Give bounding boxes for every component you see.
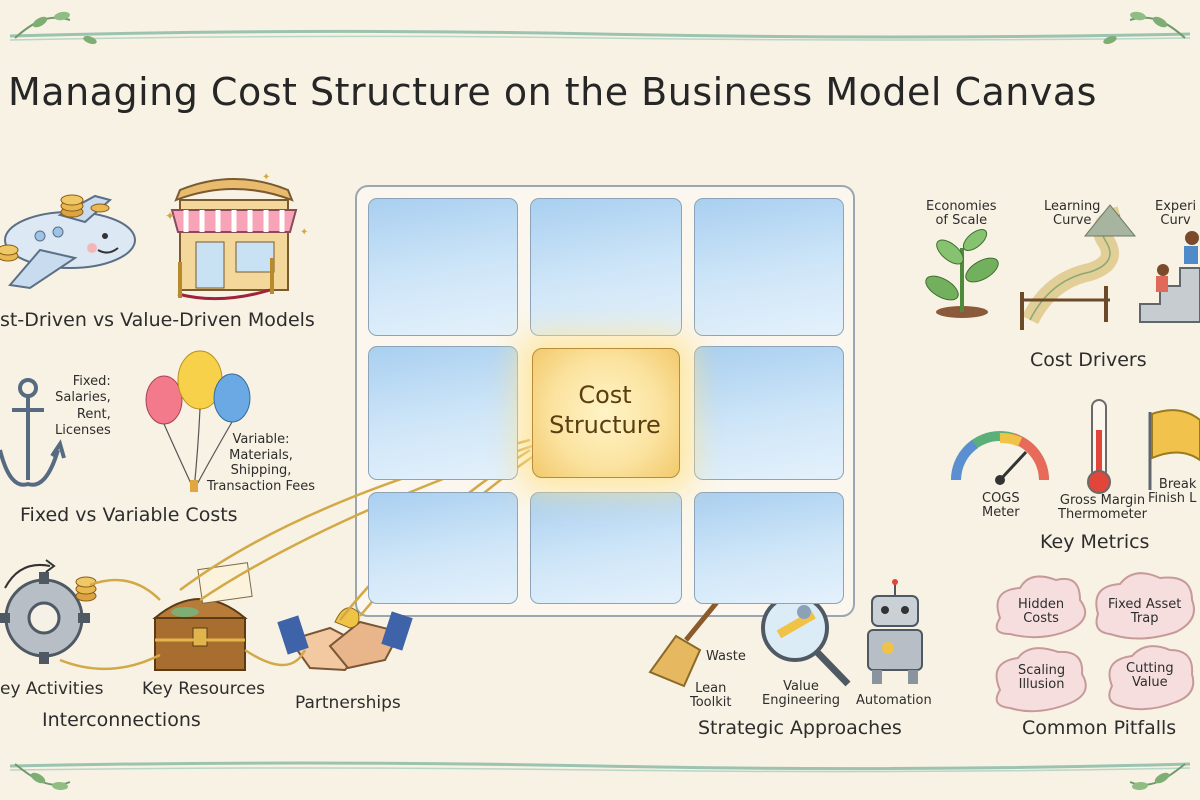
finish-flag-icon xyxy=(1148,409,1200,490)
interconnections-heading: Interconnections xyxy=(42,709,201,731)
handshake-icon xyxy=(277,607,413,672)
svg-text:✦: ✦ xyxy=(262,172,270,183)
pitfall-line: Hidden xyxy=(1018,597,1065,612)
fixed-variable-heading: Fixed vs Variable Costs xyxy=(20,504,238,526)
breakeven-line-2: Finish L xyxy=(1148,491,1197,507)
gross-margin-line-1: Gross Margin xyxy=(1059,493,1146,508)
robot-icon xyxy=(867,579,923,684)
svg-text:✦: ✦ xyxy=(165,209,175,223)
value-eng-line-2: Engineering xyxy=(762,693,840,709)
learning-line-2: Curve xyxy=(1053,213,1092,229)
gross-margin-line-2: Thermometer xyxy=(1058,507,1148,523)
lean-line-1: Lean xyxy=(695,681,727,696)
winding-path-icon xyxy=(1020,204,1137,330)
experience-curve-label: Experi Curv xyxy=(1155,199,1197,229)
learning-line-1: Learning xyxy=(1044,199,1101,214)
canvas-cell-top-right xyxy=(694,198,844,336)
climbing-stairs-icon xyxy=(1139,231,1200,323)
canvas-cell-bottom-center xyxy=(530,492,682,604)
coin-stack-icon xyxy=(0,194,110,262)
experience-line-2: Curv xyxy=(1160,213,1191,229)
pitfall-line: Fixed Asset xyxy=(1108,597,1182,612)
cogs-meter-label: COGS Meter xyxy=(982,491,1020,521)
pitfall-line: Cutting xyxy=(1126,661,1174,676)
airplane-icon xyxy=(4,194,136,290)
cost-drivers-heading: Cost Drivers xyxy=(1030,349,1147,371)
lean-toolkit-label: Lean Toolkit xyxy=(690,681,732,711)
fixed-line: Licenses xyxy=(55,422,111,438)
thermometer-icon xyxy=(1087,399,1111,494)
pitfall-line: Illusion xyxy=(1018,677,1065,693)
breakeven-label: Break Finish L xyxy=(1148,477,1197,507)
fixed-line: Salaries, xyxy=(55,390,111,406)
canvas-cell-middle-right xyxy=(694,346,844,480)
bottom-vine-border xyxy=(9,761,1191,791)
fixed-line: Fixed: xyxy=(72,374,111,389)
canvas-cell-middle-left xyxy=(368,346,518,480)
gear-icon xyxy=(0,559,90,664)
variable-line: Shipping, xyxy=(230,463,292,479)
gross-margin-label: Gross Margin Thermometer xyxy=(1058,493,1148,523)
automation-label: Automation xyxy=(856,693,932,708)
canvas-cell-top-center xyxy=(530,198,682,336)
pitfall-line: Trap xyxy=(1130,611,1159,627)
canvas-cell-bottom-left xyxy=(368,492,518,604)
fixed-line: Rent, xyxy=(76,406,111,422)
variable-line: Materials, xyxy=(229,447,293,463)
page-title: Managing Cost Structure on the Business … xyxy=(8,70,1097,114)
cost-structure-line-2: Structure xyxy=(549,411,661,439)
cost-structure-line-1: Cost xyxy=(578,381,632,409)
cost-models-heading: st-Driven vs Value-Driven Models xyxy=(0,309,315,331)
coin-stack-small-icon xyxy=(75,576,97,602)
cogs-line-1: COGS xyxy=(982,491,1020,506)
storefront-icon: ✦ ✦ ✦ xyxy=(165,172,308,301)
strategic-approaches-heading: Strategic Approaches xyxy=(698,717,902,739)
learning-curve-label: Learning Curve xyxy=(1044,199,1101,229)
pitfall-line: Value xyxy=(1131,675,1168,691)
variable-line: Transaction Fees xyxy=(207,478,316,494)
economies-line-1: Economies xyxy=(926,199,997,214)
treasure-chest-icon xyxy=(152,562,253,671)
economies-of-scale-label: Economies of Scale xyxy=(926,199,997,229)
balloons-icon xyxy=(145,350,251,492)
cost-structure-label: Cost Structure xyxy=(532,380,678,440)
key-metrics-heading: Key Metrics xyxy=(1040,531,1150,553)
variable-line: Variable: xyxy=(232,432,290,447)
fixed-costs-list: Fixed: Salaries, Rent, Licenses xyxy=(55,374,111,439)
top-vine-border xyxy=(9,11,1191,45)
key-resources-label: Key Resources xyxy=(142,679,266,699)
pitfall-cutting-value: Cutting Value xyxy=(1126,661,1174,691)
canvas-cell-bottom-right xyxy=(694,492,844,604)
sprout-plant-icon xyxy=(925,229,999,318)
cogs-line-2: Meter xyxy=(982,505,1020,521)
pitfall-scaling-illusion: Scaling Illusion xyxy=(1018,663,1066,693)
value-eng-line-1: Value xyxy=(783,679,819,694)
pitfall-line: Scaling xyxy=(1018,663,1066,678)
key-activities-label: ey Activities xyxy=(0,679,104,699)
breakeven-line-1: Break xyxy=(1158,477,1197,492)
cogs-meter-gauge-icon xyxy=(951,431,1049,485)
anchor-icon xyxy=(0,378,66,487)
waste-label: Waste xyxy=(706,649,746,664)
variable-costs-list: Variable: Materials, Shipping, Transacti… xyxy=(207,432,315,494)
pitfall-clouds xyxy=(995,572,1195,713)
common-pitfalls-heading: Common Pitfalls xyxy=(1022,717,1177,739)
value-engineering-label: Value Engineering xyxy=(762,679,840,709)
pitfall-hidden-costs: Hidden Costs xyxy=(1018,597,1065,627)
economies-line-2: of Scale xyxy=(935,213,988,229)
cost-structure-cell xyxy=(532,348,680,478)
partnerships-label: Partnerships xyxy=(295,693,401,713)
pitfall-fixed-asset-trap: Fixed Asset Trap xyxy=(1108,597,1182,627)
lean-line-2: Toolkit xyxy=(690,695,732,711)
pitfall-line: Costs xyxy=(1023,611,1059,627)
experience-line-1: Experi xyxy=(1155,199,1197,214)
canvas-cell-top-left xyxy=(368,198,518,336)
svg-text:✦: ✦ xyxy=(300,227,308,238)
